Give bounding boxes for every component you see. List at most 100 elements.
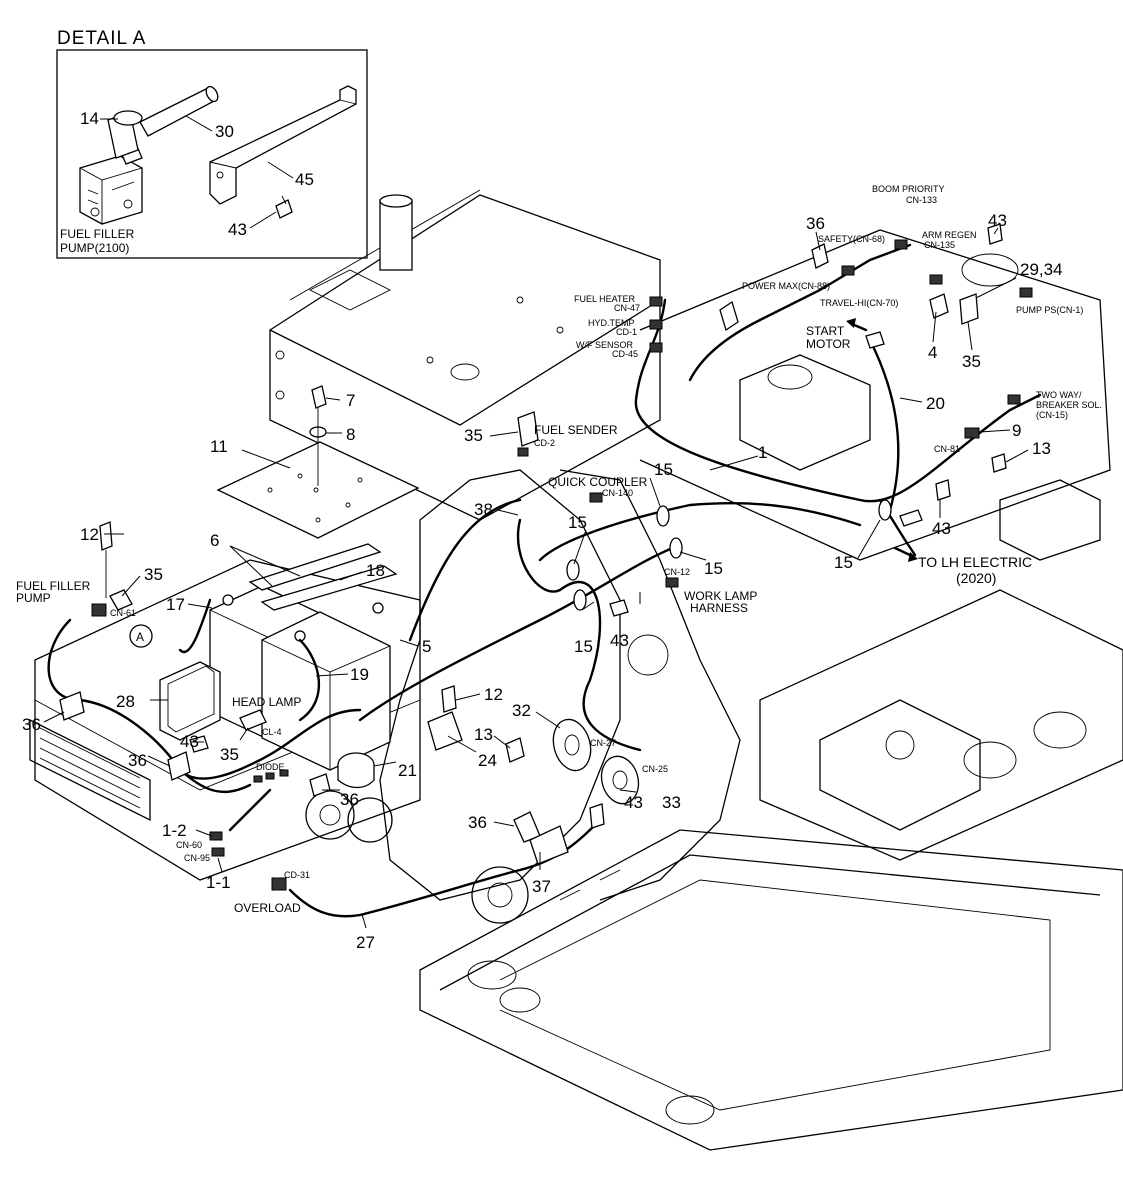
callout-45: 45 — [295, 170, 314, 189]
label-boom-priority: BOOM PRIORITY — [872, 184, 945, 194]
callout-13-mid: 13 — [474, 725, 493, 744]
label-work-lamp: WORK LAMP — [684, 589, 757, 603]
callout-18: 18 — [366, 561, 385, 580]
label-travel-hi: TRAVEL-HI(CN-70) — [820, 298, 898, 308]
label-pump: PUMP — [16, 591, 51, 605]
battery-assembly — [99, 385, 420, 771]
label-breaker-sol: BREAKER SOL. — [1036, 400, 1102, 410]
callout-9: 9 — [1012, 421, 1021, 440]
detail-frame — [56, 49, 368, 259]
label-two-way: TWO WAY/ — [1036, 390, 1082, 400]
callout-30: 30 — [215, 122, 234, 141]
callout-15-a: 15 — [654, 460, 673, 479]
label-fuel-heater: FUEL HEATER — [574, 294, 636, 304]
callout-4: 4 — [928, 343, 937, 362]
callout-27: 27 — [356, 933, 375, 952]
label-cd1: CD-1 — [616, 327, 637, 337]
callout-43-top: 43 — [988, 211, 1007, 230]
leader-lines — [43, 227, 1029, 929]
label-cn81: CN-81 — [934, 444, 960, 454]
callout-43-detail: 43 — [228, 220, 247, 239]
label-diode: DIODE — [256, 762, 285, 772]
label-to-lh-electric: TO LH ELECTRIC — [918, 554, 1032, 570]
hose-drawing — [139, 87, 217, 137]
label-cn135: CN-135 — [924, 240, 955, 250]
callout-36-relay: 36 — [340, 790, 359, 809]
callout-5: 5 — [422, 637, 431, 656]
label-head-lamp: HEAD LAMP — [232, 695, 301, 709]
label-cn61: CN-61 — [110, 608, 136, 618]
label-cn27: CN-27 — [590, 738, 616, 748]
labels: BOOM PRIORITY CN-133 SAFETY(CN-68) ARM R… — [16, 184, 1102, 915]
callout-15-b: 15 — [568, 513, 587, 532]
callout-12-left: 12 — [80, 525, 99, 544]
detail-a-marker-label: A — [136, 630, 144, 644]
label-cd31: CD-31 — [284, 870, 310, 880]
callout-35-top: 35 — [962, 352, 981, 371]
components: A — [59, 223, 1033, 891]
label-start: START — [806, 324, 845, 338]
callout-1-2: 1-2 — [162, 821, 187, 840]
label-fuel-filler: FUEL FILLER — [16, 579, 91, 593]
callout-21: 21 — [398, 761, 417, 780]
label-cn95: CN-95 — [184, 853, 210, 863]
label-cn133: CN-133 — [906, 195, 937, 205]
label-to-lh-2020: (2020) — [956, 570, 996, 586]
label-fuel-sender: FUEL SENDER — [534, 423, 618, 437]
label-safety: SAFETY(CN-68) — [818, 234, 885, 244]
callout-35-left: 35 — [144, 565, 163, 584]
callout-19: 19 — [350, 665, 369, 684]
callout-1-1: 1-1 — [206, 873, 231, 892]
label-cn140: CN-140 — [602, 488, 633, 498]
label-cn47: CN-47 — [614, 303, 640, 313]
callout-13-right: 13 — [1032, 439, 1051, 458]
callout-43-lamp: 43 — [180, 732, 199, 751]
callout-36-left: 36 — [22, 715, 41, 734]
callout-24: 24 — [478, 751, 497, 770]
callout-15-d: 15 — [574, 637, 593, 656]
callout-20: 20 — [926, 394, 945, 413]
callout-7: 7 — [346, 391, 355, 410]
label-overload: OVERLOAD — [234, 901, 301, 915]
callout-43-clamp: 43 — [610, 631, 629, 650]
callout-6: 6 — [210, 531, 219, 550]
label-cn15: (CN-15) — [1036, 410, 1068, 420]
callout-36-step: 36 — [128, 751, 147, 770]
callout-15-c: 15 — [704, 559, 723, 578]
callout-29-34: 29,34 — [1020, 260, 1063, 279]
label-wf-sensor: W/F SENSOR — [576, 340, 634, 350]
callout-1: 1 — [758, 443, 767, 462]
label-arm-regen: ARM REGEN — [922, 230, 977, 240]
label-hyd-temp: HYD.TEMP — [588, 318, 635, 328]
callouts: 36 43 29,34 4 35 20 9 13 1 43 15 15 15 1… — [22, 211, 1063, 952]
callout-32: 32 — [512, 701, 531, 720]
label-harness: HARNESS — [690, 601, 748, 615]
detail-a-panel: DETAIL A 14 30 45 43 FUEL FILLER — [56, 28, 368, 259]
callout-8: 8 — [346, 425, 355, 444]
detail-a-marker — [129, 624, 153, 648]
label-cd2: CD-2 — [534, 438, 555, 448]
callout-38: 38 — [474, 500, 493, 519]
callout-37: 37 — [532, 877, 551, 896]
label-quick-coupler: QUICK COUPLER — [548, 475, 648, 489]
label-cn60: CN-60 — [176, 840, 202, 850]
callout-15-e: 15 — [834, 553, 853, 572]
callout-14: 14 — [80, 109, 99, 128]
callout-17: 17 — [166, 595, 185, 614]
callout-12-mid: 12 — [484, 685, 503, 704]
detail-title: DETAIL A — [57, 28, 146, 49]
callout-33: 33 — [662, 793, 681, 812]
callout-36-bottom: 36 — [468, 813, 487, 832]
label-cn25: CN-25 — [642, 764, 668, 774]
fuel-filler-pump-drawing — [79, 110, 143, 225]
label-power-max: POWER MAX(CN-88) — [742, 281, 830, 291]
callout-11: 11 — [210, 437, 228, 456]
callout-43-horn: 43 — [624, 793, 643, 812]
label-pump-ps: PUMP PS(CN-1) — [1016, 305, 1083, 315]
callout-35-lamp: 35 — [220, 745, 239, 764]
callout-35-sender: 35 — [464, 426, 483, 445]
callout-28: 28 — [116, 692, 135, 711]
fuel-filler-pump-label-2: PUMP(2100) — [60, 241, 129, 255]
fuel-filler-pump-label-1: FUEL FILLER — [60, 227, 135, 241]
